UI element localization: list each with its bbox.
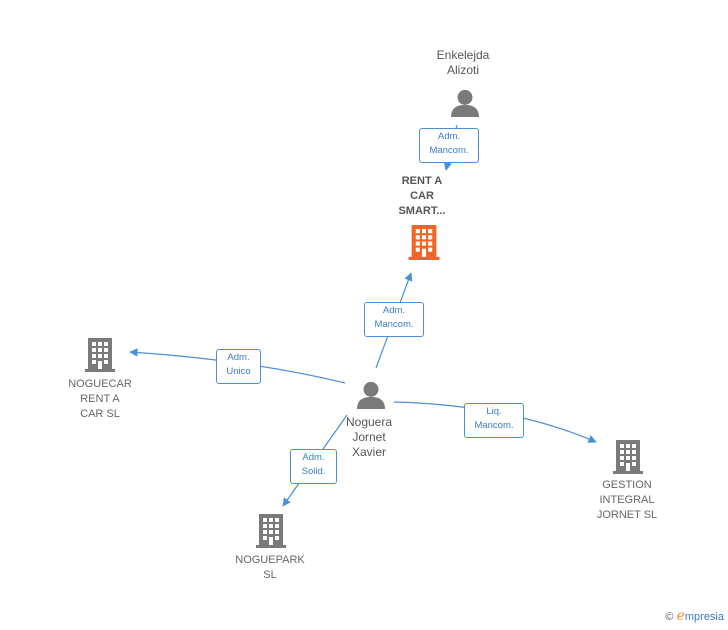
brand-name: mpresia bbox=[684, 611, 724, 623]
node-label-noguecar[interactable]: NOGUECAR RENT A CAR SL bbox=[68, 378, 132, 420]
building-icon[interactable] bbox=[256, 514, 286, 548]
edge-label-e5: Liq. Mancom. bbox=[464, 403, 524, 438]
brand-logo: © empresia bbox=[665, 608, 724, 624]
building-icon[interactable] bbox=[85, 338, 115, 372]
person-icon[interactable] bbox=[451, 89, 479, 117]
node-label-rentacar[interactable]: RENT A CAR SMART... bbox=[398, 175, 446, 217]
building-icon-highlighted[interactable] bbox=[408, 225, 440, 260]
brand-initial: e bbox=[676, 608, 685, 624]
edge-label-e3: Adm. Unico bbox=[216, 349, 261, 384]
person-icon[interactable] bbox=[357, 381, 385, 409]
edge-label-e1: Adm. Mancom. bbox=[419, 128, 479, 163]
edge-label-e2: Adm. Mancom. bbox=[364, 302, 424, 337]
node-label-noguepark[interactable]: NOGUEPARK SL bbox=[235, 554, 305, 581]
edge-label-e4: Adm. Solid. bbox=[290, 449, 337, 484]
copyright-symbol: © bbox=[665, 611, 674, 623]
node-label-noguera[interactable]: Noguera Jornet Xavier bbox=[345, 415, 393, 459]
node-label-gestion[interactable]: GESTION INTEGRAL JORNET SL bbox=[596, 479, 658, 521]
building-icon[interactable] bbox=[613, 440, 643, 474]
node-label-enkelejda[interactable]: Enkelejda Alizoti bbox=[436, 48, 490, 77]
